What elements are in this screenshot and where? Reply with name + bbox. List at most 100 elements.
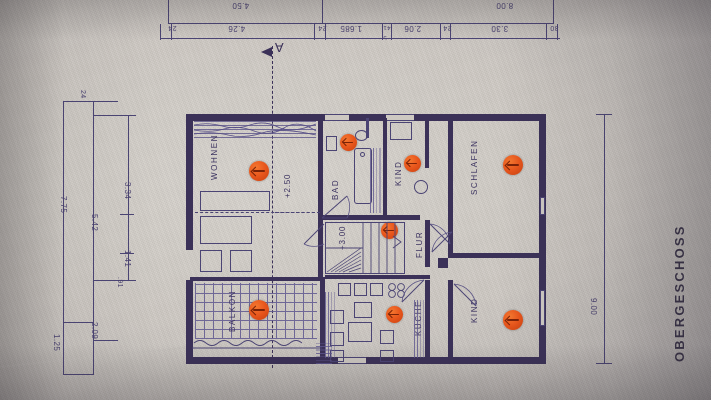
dim-top-inner-tick-b xyxy=(171,24,172,40)
dim-top-5: 5 xyxy=(383,34,387,40)
dim-left-inner-tick-3 xyxy=(120,253,134,254)
dim-left-inner-tick-2 xyxy=(120,214,134,215)
window-bottom-a xyxy=(338,357,366,364)
dim-left-inner-line xyxy=(128,115,129,280)
wohnen-wood-grain xyxy=(193,122,317,137)
bad-toilet xyxy=(355,130,368,141)
window-top-a xyxy=(325,114,349,121)
dim-top-24-c: 24 xyxy=(443,24,452,31)
dim-left-mid-line xyxy=(93,101,94,375)
dim-left-1-25: 1.25 xyxy=(52,334,61,352)
kind2-door-swing xyxy=(453,283,477,307)
kueche-island xyxy=(354,302,372,318)
dim-left-mid-tick-3 xyxy=(93,280,118,281)
interior-wall-flur-right-2 xyxy=(425,118,429,168)
flur-door-swing-right xyxy=(429,223,451,245)
dim-right-line xyxy=(604,114,605,363)
dim-top-outer-tick-1 xyxy=(168,0,169,24)
dim-left-7-75: 7.75 xyxy=(59,196,68,214)
interior-wall-kind1-bottom xyxy=(366,215,420,220)
dim-top-4-26: 4.26 xyxy=(228,24,246,33)
kueche-stove-burners xyxy=(388,283,405,298)
bad-kind-hatch xyxy=(370,148,382,213)
interior-wall-mid-stub xyxy=(366,118,369,138)
dim-top-24-a: 24 xyxy=(168,24,177,31)
marker-kueche[interactable] xyxy=(386,306,403,323)
dim-left-2-09: 2.09 xyxy=(90,322,99,340)
marker-wohnen[interactable] xyxy=(249,161,269,181)
section-arrow-a xyxy=(261,47,272,57)
window-right-upper xyxy=(540,197,545,215)
dim-top-outer-4-50: 4.50 xyxy=(232,1,250,10)
interior-wall-schlafen-bot xyxy=(448,253,541,258)
dim-right-tick-bot xyxy=(596,363,612,364)
section-label-a: A xyxy=(275,40,284,55)
dim-top-inner-tick-f xyxy=(391,24,392,40)
marker-balkon[interactable] xyxy=(249,300,269,320)
dim-top-inner-line xyxy=(160,38,560,39)
kueche-door-swing xyxy=(401,279,425,303)
dim-top-inner-tick-i xyxy=(546,24,547,40)
flur-door-swing-left xyxy=(303,223,325,247)
marker-kind-1[interactable] xyxy=(404,155,421,172)
dim-top-outer-8-00: 8.00 xyxy=(496,1,514,10)
section-line-a xyxy=(272,46,273,368)
exterior-wall-left-lower xyxy=(186,280,193,364)
dim-left-outer-line xyxy=(63,101,64,375)
dim-top-2-06: 2.06 xyxy=(404,24,422,33)
interior-wall-kueche-right xyxy=(425,280,430,360)
interior-wall-kind2-left xyxy=(448,280,453,364)
window-right-lower xyxy=(540,290,545,326)
kueche-chair-5 xyxy=(380,350,394,362)
marker-flur[interactable] xyxy=(381,222,398,239)
dim-left-mid-tick-2 xyxy=(93,115,118,116)
bad-door-swing xyxy=(321,195,351,219)
room-label-kind-1: KIND xyxy=(394,160,403,186)
exterior-wall-right xyxy=(539,114,546,197)
wohnen-wood-ceiling-hatch xyxy=(194,121,316,138)
dim-left-outer-tick-top xyxy=(63,101,93,102)
wohnen-chair-1 xyxy=(200,250,222,272)
exterior-wall-top xyxy=(186,114,546,121)
schlafen-door-swing xyxy=(431,231,453,253)
dim-left-outer-tick-bot xyxy=(63,374,93,375)
kueche-table xyxy=(348,322,372,342)
wohnen-table xyxy=(200,216,252,244)
bad-sink xyxy=(326,136,337,151)
entry-hatch-bottom xyxy=(316,340,332,364)
elevation-wohnen: +2.50 xyxy=(283,173,292,198)
bad-drain xyxy=(360,152,365,157)
dim-top-outer-line xyxy=(168,23,554,24)
staircase-treads xyxy=(325,222,402,274)
interior-wall-kueche-top xyxy=(325,275,430,279)
interior-wall-balkon-top xyxy=(190,277,325,281)
dim-top-1-685: 1.685 xyxy=(340,24,363,33)
interior-wall-flur-right xyxy=(425,220,430,267)
dim-top-30: 30 xyxy=(550,24,559,31)
dim-top-inner-tick-j xyxy=(557,24,558,40)
wohnen-chair-2 xyxy=(230,250,252,272)
dim-left-inner-tick-1 xyxy=(118,115,136,116)
dim-top-inner-tick-e xyxy=(382,24,383,40)
exterior-wall-right-seg2 xyxy=(539,326,546,364)
dim-top-3-30: 3.30 xyxy=(491,24,509,33)
dim-top-41: 41 xyxy=(383,24,391,30)
interior-wall-wohnen-right xyxy=(318,114,323,220)
dim-top-inner-tick-a xyxy=(160,24,161,40)
kueche-chair-4 xyxy=(380,330,394,344)
marker-bad[interactable] xyxy=(340,134,357,151)
marker-kind-2[interactable] xyxy=(503,310,523,330)
dim-left-1-41: 1.41 xyxy=(123,250,132,268)
exterior-wall-right-seg xyxy=(539,215,546,280)
kind1-wardrobe xyxy=(390,122,412,140)
paper-crease-diagonal xyxy=(0,346,190,368)
dim-top-outer-tick-2 xyxy=(322,0,323,24)
kueche-counter-3 xyxy=(370,283,383,296)
dim-top-24-b: 24 xyxy=(318,24,327,31)
room-label-schlafen: SCHLAFEN xyxy=(470,139,479,195)
marker-schlafen[interactable] xyxy=(503,155,523,175)
exterior-wall-left xyxy=(186,114,193,250)
kueche-right-hatch xyxy=(414,300,424,358)
room-label-wohnen: WOHNEN xyxy=(210,133,219,180)
